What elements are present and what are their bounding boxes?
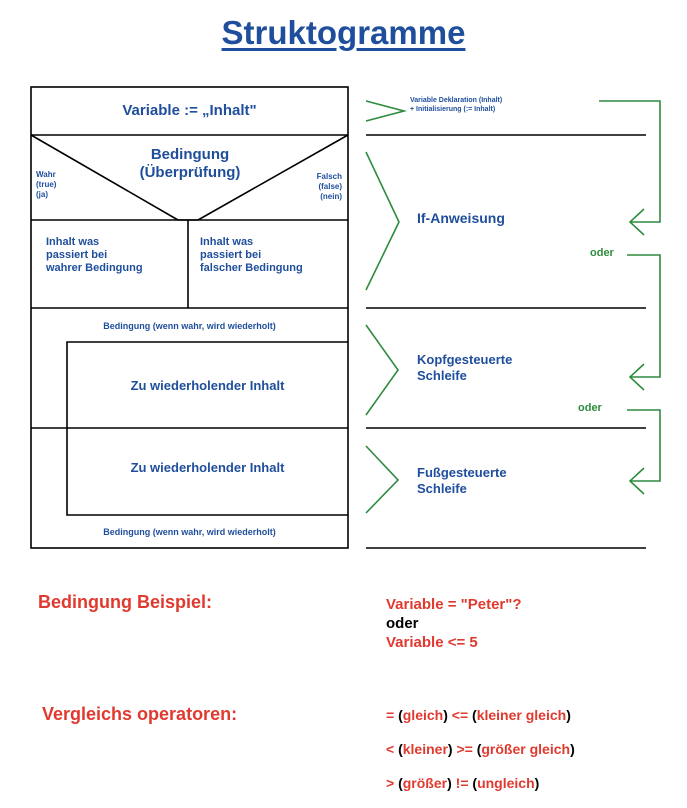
true-branch-content: Inhalt was passiert bei wahrer Bedingung: [46, 236, 143, 275]
head-loop-line-2: Schleife: [417, 368, 467, 383]
example-line-1: Variable = "Peter"?: [386, 596, 522, 613]
operator-meaning-1: (gleich): [398, 707, 448, 723]
operator-symbol-1: <: [386, 741, 395, 757]
paren-close: ): [447, 741, 453, 757]
operator-meaning-1: (größer): [398, 775, 452, 791]
operator-row-2: < (kleiner) >= (größer gleich): [386, 741, 575, 757]
if-bracket: [365, 151, 400, 291]
operator-word-text: kleiner: [402, 741, 448, 757]
foot-loop-annotation: Fußgesteuerte Schleife: [417, 465, 507, 497]
paren-open: (: [398, 741, 403, 757]
false-label: Falsch (false) (nein): [306, 172, 342, 202]
head-loop-annotation: Kopfgesteuerte Schleife: [417, 352, 512, 384]
foot-loop-line-1: Fußgesteuerte: [417, 465, 507, 480]
false-label-line-1: Falsch: [316, 172, 342, 181]
paren-close: ): [447, 775, 452, 791]
operator-meaning-2: (kleiner gleich): [472, 707, 571, 723]
decision-diagonal-right: [197, 134, 349, 221]
struktogramm-frame: [30, 86, 349, 549]
condition-line-1: Bedingung: [150, 146, 230, 163]
paren-close: ): [443, 707, 448, 723]
operator-word-text: größer: [402, 775, 448, 791]
paren-close: ): [570, 741, 575, 757]
assignment-label: Variable := „Inhalt": [122, 102, 257, 119]
operator-symbol-2: <=: [451, 707, 469, 723]
connector-arrow-foot-loop: [628, 467, 645, 495]
true-content-line-1: Inhalt was: [46, 236, 100, 248]
condition-line-2: (Überprüfung): [139, 164, 241, 181]
operator-symbol-2: !=: [455, 775, 469, 791]
head-loop-condition: Bedingung (wenn wahr, wird wiederholt): [103, 321, 276, 331]
operator-row-1: = (gleich) <= (kleiner gleich): [386, 707, 571, 723]
condition-label: Bedingung (Überprüfung): [90, 146, 290, 182]
if-annotation: If-Anweisung: [417, 210, 505, 226]
head-loop-inner: [66, 341, 348, 428]
operator-word-text: kleiner gleich: [476, 707, 567, 723]
foot-loop-condition: Bedingung (wenn wahr, wird wiederholt): [103, 527, 276, 537]
foot-loop-bracket: [365, 445, 400, 514]
connector-oder-foot-loop: [627, 409, 661, 482]
decision-diagonal-left: [30, 134, 179, 221]
paren-open: (: [476, 741, 482, 757]
oder-label-1: oder: [590, 247, 614, 259]
paren-open: (: [472, 707, 477, 723]
true-label: Wahr (true) (ja): [36, 170, 56, 200]
false-content-line-2: passiert bei: [200, 249, 262, 261]
connector-declaration-if: [599, 100, 661, 223]
example-line-3: Variable <= 5: [386, 634, 478, 651]
declaration-bracket: [365, 100, 408, 122]
foot-loop-inner: [66, 428, 348, 516]
operators-heading: Vergleichs operatoren:: [42, 704, 238, 724]
true-label-line-2: (true): [36, 180, 57, 189]
connector-oder-head-loop: [627, 254, 661, 378]
declaration-line-1: Variable Deklaration (Inhalt): [410, 97, 503, 104]
false-label-line-2: (false): [318, 182, 342, 191]
example-heading: Bedingung Beispiel:: [38, 592, 213, 612]
paren-open: (: [398, 775, 403, 791]
operator-word-text: gleich: [402, 707, 444, 723]
connector-arrow-head-loop: [628, 363, 645, 391]
declaration-annotation: Variable Deklaration (Inhalt) + Initiali…: [410, 96, 502, 114]
paren-open: (: [472, 775, 478, 791]
connector-arrow-if: [628, 208, 645, 236]
true-content-line-2: passiert bei: [46, 249, 108, 261]
true-content-line-3: wahrer Bedingung: [46, 262, 143, 274]
operator-word-text: ungleich: [477, 775, 535, 791]
head-loop-body: Zu wiederholender Inhalt: [130, 378, 285, 393]
operator-meaning-1: (kleiner): [398, 741, 452, 757]
false-content-line-3: falscher Bedingung: [200, 262, 303, 274]
foot-loop-body: Zu wiederholender Inhalt: [130, 460, 285, 475]
false-branch-content: Inhalt was passiert bei falscher Bedingu…: [200, 236, 303, 275]
example-content: Variable = "Peter"? oder Variable <= 5: [386, 595, 522, 652]
paren-close: ): [566, 707, 571, 723]
page-title: Struktogramme: [221, 14, 466, 51]
head-loop-line-1: Kopfgesteuerte: [417, 352, 513, 367]
foot-loop-line-2: Schleife: [417, 481, 467, 496]
head-loop-bracket: [365, 324, 399, 416]
operator-row-3: > (größer) != (ungleich): [386, 775, 539, 791]
true-label-line-3: (ja): [36, 190, 48, 199]
operator-symbol-2: >=: [456, 741, 473, 757]
operator-symbol-1: >: [386, 775, 395, 791]
example-line-2: oder: [386, 615, 419, 632]
paren-close: ): [534, 775, 540, 791]
oder-label-2: oder: [578, 402, 602, 414]
declaration-line-2: + Initialisierung (:= Inhalt): [410, 106, 496, 113]
operator-meaning-2: (ungleich): [472, 775, 539, 791]
false-label-line-3: (nein): [320, 192, 342, 201]
true-label-line-1: Wahr: [36, 170, 56, 179]
false-content-line-1: Inhalt was: [200, 236, 254, 248]
operator-word-text: größer gleich: [481, 741, 571, 757]
paren-open: (: [398, 707, 403, 723]
operator-meaning-2: (größer gleich): [477, 741, 575, 757]
operator-symbol-1: =: [386, 707, 395, 723]
